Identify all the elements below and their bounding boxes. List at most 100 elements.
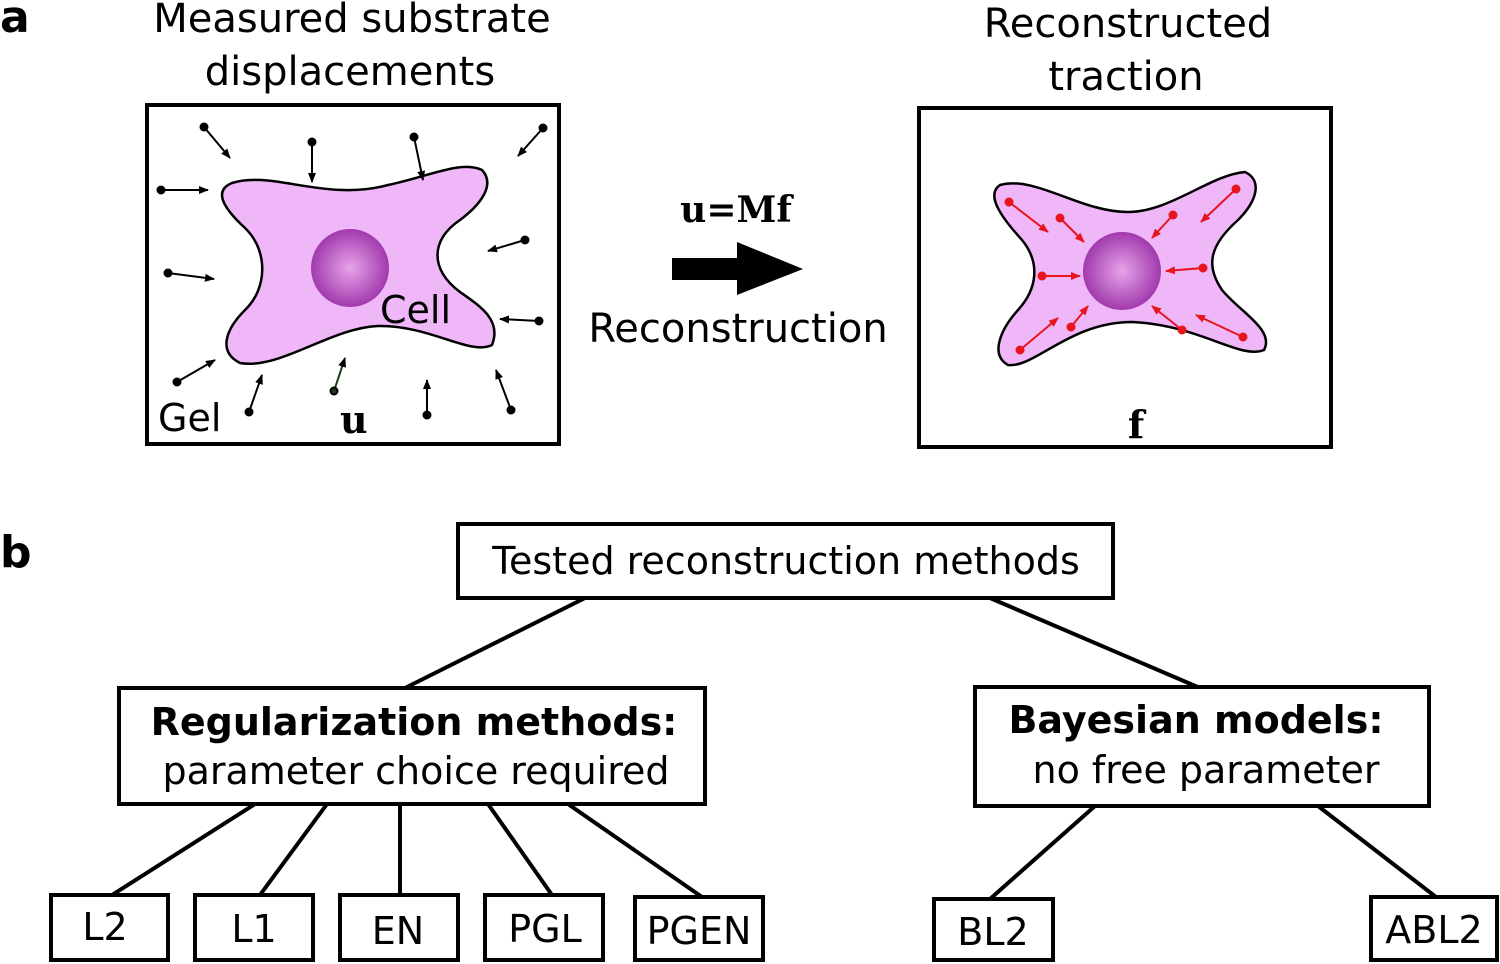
leaf-box bbox=[338, 893, 460, 962]
traction-arrow bbox=[1059, 217, 1085, 243]
traction-arrow-tail bbox=[1238, 332, 1248, 342]
bayesian-node: Bayesian models: no free parameter bbox=[973, 685, 1431, 808]
panel-b-letter: b bbox=[0, 527, 32, 578]
root-node: Tested reconstruction methods bbox=[456, 522, 1115, 600]
displacement-arrow bbox=[203, 126, 231, 159]
method-leaf-pgl: PGL bbox=[483, 893, 605, 962]
leaf-label: EN bbox=[372, 909, 424, 953]
leaf-box bbox=[193, 893, 315, 962]
tree-connectors bbox=[110, 596, 1438, 901]
method-leaf-l1: L1 bbox=[193, 893, 315, 962]
traction-arrow-tail bbox=[1231, 184, 1241, 194]
traction-arrow bbox=[1008, 201, 1049, 233]
nucleus-right bbox=[1083, 232, 1161, 310]
traction-arrow bbox=[1195, 314, 1244, 338]
displacement-arrow-tail bbox=[199, 122, 209, 132]
bayesian-subtitle: no free parameter bbox=[1032, 748, 1379, 792]
traction-arrow-tail bbox=[1037, 271, 1047, 281]
displacement-arrow-tail bbox=[506, 405, 516, 415]
nucleus-left bbox=[311, 229, 389, 307]
regularization-title: Regularization methods: bbox=[151, 700, 678, 744]
method-leaf-bl2: BL2 bbox=[932, 897, 1055, 962]
bayesian-title: Bayesian models: bbox=[1008, 698, 1383, 742]
right-title-line2: traction bbox=[1048, 54, 1203, 100]
displacement-arrow bbox=[517, 127, 544, 157]
traction-arrow-tail bbox=[1004, 197, 1014, 207]
displacement-arrow bbox=[487, 239, 526, 253]
displacement-arrow bbox=[167, 272, 215, 282]
displacement-arrow-tail bbox=[409, 132, 419, 142]
traction-panel: f bbox=[917, 106, 1333, 449]
displacement-arrow-tail bbox=[534, 316, 544, 326]
connector bbox=[404, 596, 586, 690]
connector bbox=[486, 802, 554, 897]
traction-arrow bbox=[1019, 317, 1059, 351]
leaf-box bbox=[1369, 895, 1499, 962]
displacement-arrow-tail bbox=[163, 268, 173, 278]
gel-displacement-panel: Cell Gel u bbox=[145, 103, 561, 446]
connector bbox=[1316, 804, 1438, 899]
traction-arrow-tail bbox=[1055, 213, 1065, 223]
root-box bbox=[456, 522, 1115, 600]
connector bbox=[988, 804, 1097, 901]
reconstruction-arrow bbox=[672, 242, 803, 295]
connector bbox=[566, 802, 704, 899]
displacement-arrow-tail bbox=[329, 386, 339, 396]
root-label: Tested reconstruction methods bbox=[491, 539, 1080, 583]
traction-arrow bbox=[1070, 305, 1089, 328]
right-title-line1: Reconstructed bbox=[984, 1, 1272, 47]
traction-arrow-tail bbox=[1015, 345, 1025, 355]
traction-arrow bbox=[1151, 305, 1183, 331]
bayesian-box bbox=[973, 685, 1431, 808]
leaf-label: PGEN bbox=[647, 909, 752, 953]
traction-arrow-tail bbox=[1168, 210, 1178, 220]
leaf-label: ABL2 bbox=[1385, 908, 1482, 952]
leaf-box bbox=[633, 895, 765, 962]
displacement-arrow-tail bbox=[156, 185, 166, 195]
method-leaf-l2: L2 bbox=[49, 893, 170, 962]
method-leaf-pgen: PGEN bbox=[633, 895, 765, 962]
left-title-line2: displacements bbox=[205, 49, 495, 95]
displacement-arrow bbox=[499, 315, 540, 324]
method-leaf-abl2: ABL2 bbox=[1369, 895, 1499, 962]
traction-arrows bbox=[1004, 184, 1248, 355]
connector bbox=[110, 802, 257, 897]
displacement-arrow bbox=[495, 369, 512, 411]
displacement-symbol: u bbox=[340, 397, 368, 442]
traction-arrow-tail bbox=[1177, 325, 1187, 335]
cell-label: Cell bbox=[380, 288, 451, 332]
equation: u=Mf bbox=[680, 189, 794, 231]
traction-arrow-tail bbox=[1198, 263, 1208, 273]
leaf-label: L2 bbox=[82, 905, 127, 949]
regularization-subtitle: parameter choice required bbox=[162, 749, 669, 793]
leaf-label: L1 bbox=[231, 907, 276, 951]
leaf-label: BL2 bbox=[957, 910, 1028, 954]
connector bbox=[989, 596, 1201, 690]
gel-label: Gel bbox=[158, 396, 221, 440]
traction-arrow bbox=[1151, 214, 1174, 239]
method-leaf-en: EN bbox=[338, 893, 460, 962]
displacement-arrow bbox=[333, 357, 346, 392]
displacement-arrow-tail bbox=[422, 410, 432, 420]
regularization-box bbox=[117, 686, 707, 806]
displacement-arrow-tail bbox=[172, 377, 182, 387]
leaf-label: PGL bbox=[508, 907, 582, 951]
panel-a-letter: a bbox=[0, 0, 30, 43]
displacement-arrow-tail bbox=[244, 407, 254, 417]
traction-arrow-tail bbox=[1066, 322, 1076, 332]
traction-arrow bbox=[1165, 266, 1204, 275]
reconstruction-label: Reconstruction bbox=[588, 306, 887, 352]
left-title-line1: Measured substrate bbox=[153, 0, 550, 42]
leaf-box bbox=[932, 897, 1055, 962]
displacement-arrow bbox=[176, 359, 216, 383]
traction-symbol: f bbox=[1128, 402, 1147, 447]
displacement-arrows bbox=[156, 122, 548, 420]
displacement-arrow-tail bbox=[307, 137, 317, 147]
displacement-arrow bbox=[248, 374, 263, 413]
displacement-arrow-tail bbox=[520, 235, 530, 245]
displacement-arrow bbox=[413, 136, 426, 181]
connector bbox=[258, 802, 329, 897]
traction-arrow bbox=[1200, 188, 1237, 223]
displacement-arrow-tail bbox=[538, 123, 548, 133]
